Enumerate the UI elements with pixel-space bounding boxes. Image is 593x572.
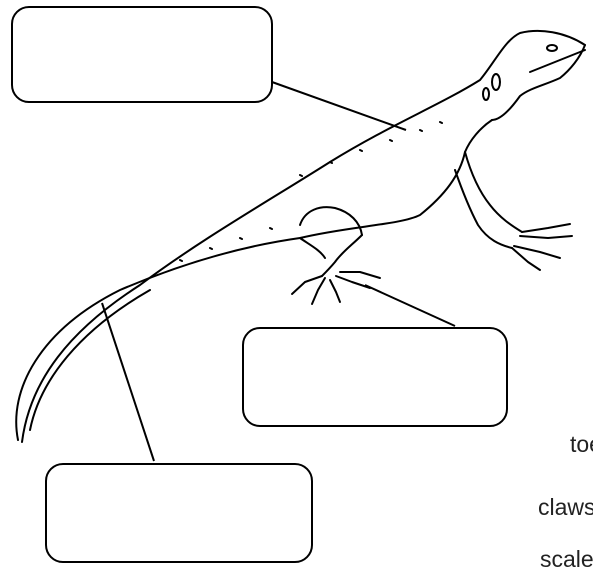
label-box-middle[interactable] <box>242 327 508 427</box>
word-bank-item: scales <box>540 548 593 571</box>
word-bank-item: claws <box>538 496 593 519</box>
word-bank-item: toe <box>570 433 593 456</box>
pointer-line-tail <box>102 303 154 461</box>
pointer-line-claws <box>365 285 455 326</box>
pointer-line-body <box>272 82 406 130</box>
label-box-bottom[interactable] <box>45 463 313 563</box>
label-box-top[interactable] <box>11 6 273 103</box>
